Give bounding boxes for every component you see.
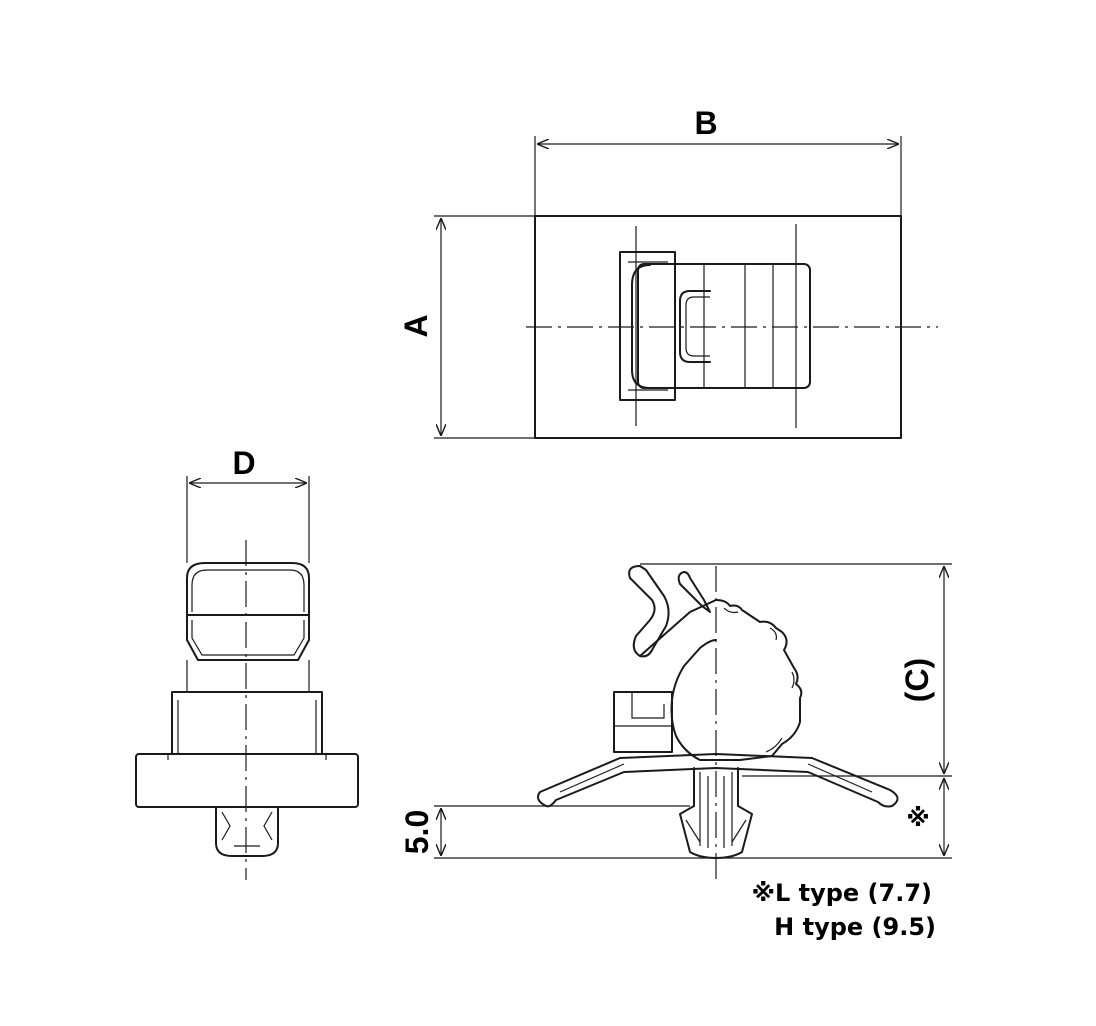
- top-view: B A: [398, 105, 938, 439]
- dim-label-c: (C): [899, 658, 935, 702]
- note-l-type: ※L type (7.7): [752, 879, 932, 907]
- side-view: D: [135, 445, 359, 880]
- dim-label-a: A: [398, 314, 434, 337]
- note-h-type: H type (9.5): [774, 913, 936, 941]
- dim-label-base: 5.0: [399, 810, 435, 854]
- dim-label-d: D: [232, 445, 255, 481]
- dim-label-ref-mark: ※: [906, 804, 929, 832]
- front-view: 5.0 (C) ※: [399, 563, 952, 880]
- dim-label-b: B: [694, 105, 717, 141]
